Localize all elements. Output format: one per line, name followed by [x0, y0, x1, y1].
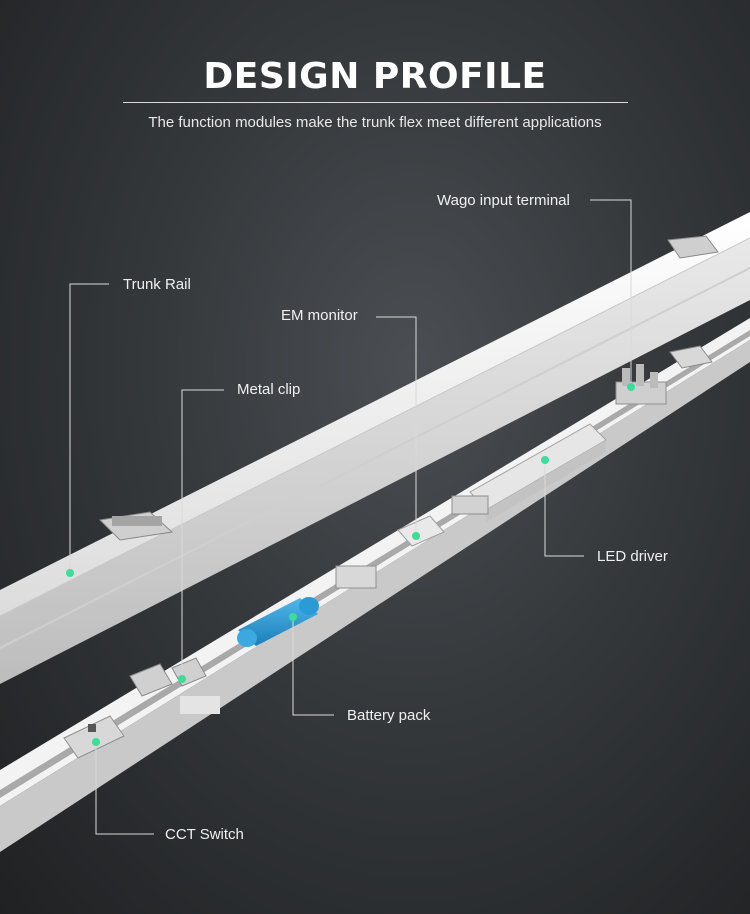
- callout-markers: [66, 383, 635, 746]
- marker-trunk-rail: [66, 569, 74, 577]
- marker-wago: [627, 383, 635, 391]
- connector-module: [335, 565, 377, 589]
- callout-led-driver: LED driver: [597, 548, 668, 565]
- callout-metal-clip: Metal clip: [237, 381, 301, 398]
- page-subtitle: The function modules make the trunk flex…: [148, 114, 602, 131]
- marker-battery: [289, 613, 297, 621]
- leader-lines: [69, 199, 632, 835]
- callout-trunk-rail: Trunk Rail: [123, 276, 191, 293]
- led-driver-module: [451, 423, 607, 522]
- callout-em-monitor: EM monitor: [281, 307, 358, 324]
- callout-wago-input-terminal: Wago input terminal: [437, 192, 570, 209]
- marker-led-driver: [541, 456, 549, 464]
- clip-top-right: [667, 235, 719, 259]
- wago-terminal-module: [615, 345, 713, 405]
- battery-pack: [237, 597, 319, 647]
- metal-clip-upper: [98, 511, 174, 541]
- marker-em-monitor: [412, 532, 420, 540]
- marker-cct-switch: [92, 738, 100, 746]
- marker-metal-clip: [178, 675, 186, 683]
- callout-battery-pack: Battery pack: [347, 707, 431, 724]
- page-title: DESIGN PROFILE: [203, 56, 547, 97]
- em-monitor-module: [397, 515, 445, 547]
- trunk-rail-upper: [0, 212, 750, 684]
- title-divider: [123, 102, 628, 103]
- cct-switch-module: [63, 715, 125, 759]
- callout-cct-switch: CCT Switch: [165, 826, 244, 843]
